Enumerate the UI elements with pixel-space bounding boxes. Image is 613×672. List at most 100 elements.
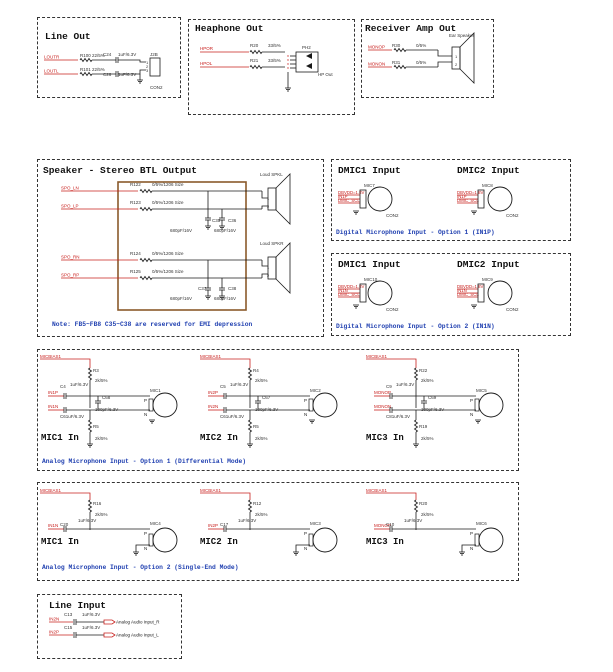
line-input-cap-val: 1uF/6.3V (82, 625, 100, 630)
headphone-jack-pin: x (287, 65, 289, 70)
line-out-cap-ref: C26 (103, 72, 112, 77)
ear-speaker-pin: 1 (455, 54, 458, 59)
amic-diff-caption: Analog Microphone Input - Option 1 (Diff… (42, 458, 247, 465)
amic-se-2-r-ref: R12 (253, 501, 262, 506)
dmic-opt2-net: DMIC_SCL (457, 292, 479, 297)
headphone-out-title: Heaphone Out (195, 23, 264, 34)
amic-diff-2-pin-n: N (304, 412, 307, 417)
wire (261, 260, 268, 267)
amic-se-1-r-val: 2k/5% (95, 512, 108, 517)
line-out-pin: 3 (146, 68, 149, 73)
speaker-cap-val: 680pF/16V (170, 228, 192, 233)
dmic-opt1-net: DBVDD=1.8V (457, 190, 484, 195)
ear-speaker-cone (459, 32, 475, 84)
dmic-opt2-mic-ref: MIC9 (482, 277, 493, 282)
headphone-res-ref: R20 (250, 43, 259, 48)
dmic-opt1-mic-circle (367, 186, 393, 212)
wire (261, 273, 268, 278)
line-input-cap-val: 1uF/6.3V (82, 612, 100, 617)
amic-se-2-mic-body (308, 533, 314, 547)
headphone-net-1: HPOL (200, 61, 213, 66)
line-out-pin: 2 (146, 64, 149, 69)
wire (118, 69, 146, 75)
amic-diff-3-r-bot-val: 2k/5% (421, 436, 434, 441)
headphone-res-val: 33/5% (268, 43, 281, 48)
amic-diff-2-pin-p: P (304, 398, 307, 403)
amic-diff-2-c-pos-ref: C5 (220, 384, 226, 389)
headphone-res-ref: R21 (250, 58, 259, 63)
amic-se-1-r-ref: R16 (93, 501, 102, 506)
amic-se-1-pin-n: N (144, 546, 147, 551)
amic-se-2-c-val: 1uF/6.3V (238, 518, 256, 523)
loud-spkr-label: Loud SPKR (260, 241, 284, 246)
amic-diff-1-c-pos-val: 1uF/6.3V (70, 382, 88, 387)
amic-diff-1-c-mid-ref: C68 (102, 395, 111, 400)
wire (437, 61, 452, 67)
amic-se-1-r (87, 499, 93, 513)
line-input-out-0: Analog Audio Input_R (116, 620, 160, 625)
amic-diff-1-c-neg-label: C61uF/6.3V (60, 414, 84, 419)
speaker-net-1: SPO_LP (61, 204, 79, 209)
headphone-jack-contact (306, 63, 312, 69)
amic-se-caption: Analog Microphone Input - Option 2 (Sing… (42, 564, 239, 571)
amic-diff-3-r-bot-ref: R19 (419, 424, 428, 429)
amic-diff-2-pos-net: IN2P (208, 390, 218, 395)
amic-se-3-mic-body (474, 533, 480, 547)
amic-diff-3-mic-body (474, 398, 480, 412)
speaker-cap-ref: C38 (228, 286, 237, 291)
amic-diff-3-neg-net: MONON (374, 404, 391, 409)
amic-se-3-c-ref: C10 (386, 522, 395, 527)
line-out-title: Line Out (45, 31, 91, 42)
dmic-opt2-mic-con: CON2 (386, 307, 399, 312)
amic-diff-1-c-pos-ref: C4 (60, 384, 66, 389)
line-out-res-val: 22/5% (92, 67, 105, 72)
amic-diff-1-bias-wire (40, 358, 91, 368)
wire (135, 544, 150, 552)
amic-diff-3-mic-ref: MIC5 (476, 388, 487, 393)
dmic-opt1-net: DMIC_SCL (338, 198, 360, 203)
spkr-pin: 1 (267, 265, 270, 270)
wire (118, 59, 146, 63)
amic-diff-3-c-pos-ref: C9 (386, 384, 392, 389)
speaker-res-ref: R124 (130, 251, 141, 256)
amic-diff-3-pin-p: P (470, 398, 473, 403)
line-input-offpage (103, 632, 116, 638)
amic-diff-3-r-bot (413, 419, 419, 433)
speaker-res-val: 0/5%/1206 Size (152, 182, 184, 187)
amic-diff-3-c-mid-ref: C69 (428, 395, 437, 400)
amic-diff-2-bias-wire (200, 358, 251, 368)
dmic-option1-caption: Digital Microphone Input - Option 1 (IN1… (336, 229, 495, 236)
amic-diff-2-c-mid-ref: C67 (262, 395, 271, 400)
amic-diff-mic3-title: MIC3 In (366, 433, 404, 443)
speaker-cap-val: 680pF/16V (214, 228, 236, 233)
amic-se-1-mic-body (148, 533, 154, 547)
amic-se-2-r (247, 499, 253, 513)
amic-diff-2-c-pos-val: 1uF/6.3V (230, 382, 248, 387)
amic-diff-3-bias: MICBIAS1 (366, 354, 388, 359)
ear-speaker-label: Ear Speaker (449, 33, 475, 38)
wire (295, 544, 310, 552)
speaker-res-ref: R122 (130, 182, 141, 187)
wire (461, 544, 476, 552)
line-out-res-val: 22/5% (92, 53, 105, 58)
line-out-resistor (79, 71, 93, 77)
dmic-opt2-net: DBVDD=1.8V (457, 284, 484, 289)
line-input-cap-ref: C15 (64, 625, 73, 630)
headphone-jack-pin: x (287, 61, 289, 66)
amic-se-1-net: IN1N (48, 523, 58, 528)
receiver-res-ref: R31 (392, 60, 401, 65)
dmic-opt2-mic-body (477, 283, 485, 303)
speaker-btl-note: Note: FB5~FB8 C35~C38 are reserved for E… (52, 321, 253, 328)
speaker-res-ref: R123 (130, 200, 141, 205)
dmic-option1-frame (331, 159, 571, 241)
line-out-pin: 1 (146, 60, 149, 65)
dmic-opt1-net: IN1P (338, 194, 348, 199)
amic-se-1-c-ref: C20 (60, 522, 69, 527)
wire (437, 50, 452, 57)
receiver-resistor (393, 47, 407, 53)
spkl-pin: 1 (267, 196, 270, 201)
line-input-title: Line Input (49, 600, 107, 611)
line-out-res-ref: R100 (80, 53, 91, 58)
speaker-res-val: 0/5%/1206 Size (152, 269, 184, 274)
amic-diff-3-pin-n: N (470, 412, 473, 417)
